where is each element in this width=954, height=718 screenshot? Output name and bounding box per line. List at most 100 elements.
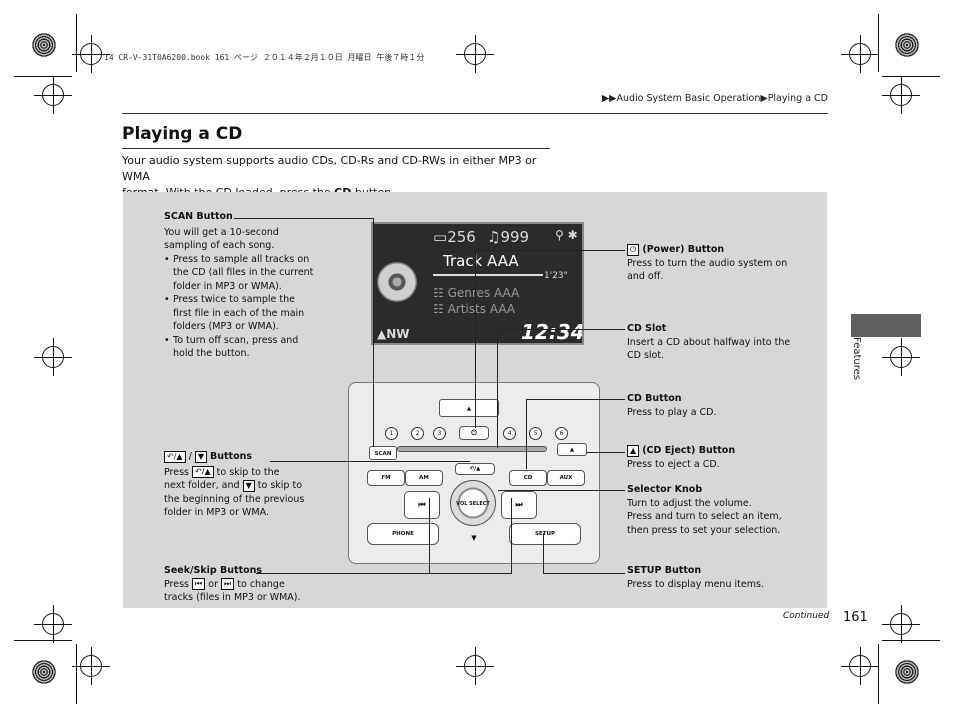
aux-button[interactable]: AUX: [547, 470, 585, 486]
setup-callout-desc: Press to display menu items.: [627, 578, 764, 590]
registration-mark: [882, 76, 920, 114]
eject-button[interactable]: ▲: [557, 443, 587, 456]
leader-line: [497, 329, 625, 330]
leader-line: [234, 218, 374, 219]
registration-mark: [882, 605, 920, 643]
leader-line: [475, 250, 625, 251]
scan-button[interactable]: SCAN: [369, 446, 397, 460]
eject-icon: ▲: [627, 444, 640, 457]
preset-6-button[interactable]: 6: [555, 427, 568, 440]
clock: 12:34: [521, 320, 584, 344]
breadcrumb-sep: ▶: [760, 93, 768, 104]
cd-disc-icon: [377, 262, 417, 302]
preset-4-button[interactable]: 4: [503, 427, 516, 440]
preset-3-button[interactable]: 3: [433, 427, 446, 440]
cd-slot[interactable]: [397, 446, 547, 452]
breadcrumb-link-audio[interactable]: Audio System Basic Operation: [616, 93, 761, 104]
leader-line: [586, 452, 625, 453]
crop-line: [878, 14, 879, 72]
artist-line: ☷ Artists AAA: [433, 302, 516, 316]
registration-mark: [34, 338, 72, 376]
leader-line: [543, 533, 544, 573]
breadcrumb: ▶▶Audio System Basic Operation▶Playing a…: [602, 93, 828, 104]
down-icon: ▼: [194, 450, 207, 463]
preset-5-button[interactable]: 5: [529, 427, 542, 440]
folder-slash: /: [188, 451, 192, 462]
seek-next-button[interactable]: ⏭: [501, 491, 537, 519]
header-rule: [122, 113, 828, 114]
registration-mark: [34, 76, 72, 114]
seek-callout: Seek/Skip Buttons Press ⏮ or ⏭ to change…: [164, 564, 334, 605]
folder-back-button[interactable]: ↶/▲: [455, 463, 495, 475]
leader-line: [526, 399, 625, 400]
cd-callout-title: CD Button: [627, 393, 682, 404]
leader-line: [497, 329, 498, 448]
leader-line: [429, 498, 430, 573]
genre-line: ☷ Genres AAA: [433, 286, 520, 300]
section-tab[interactable]: [851, 314, 921, 337]
phone-button[interactable]: PHONE: [367, 523, 439, 545]
back-up-icon: ↶/▲: [192, 466, 214, 478]
track-number: ♫999: [487, 228, 530, 246]
folder-t4: to skip to: [257, 480, 303, 491]
knob-callout-desc-1: Turn to adjust the volume.: [627, 497, 752, 509]
compass: ▲NW: [377, 327, 410, 341]
crop-line: [76, 644, 77, 704]
fm-button[interactable]: FM: [367, 470, 405, 486]
folder-t5: the beginning of the previous: [164, 493, 305, 505]
folder-down-button[interactable]: ▼: [471, 534, 477, 542]
seek-t1: Press: [164, 578, 190, 590]
seek-or: or: [208, 578, 218, 590]
setup-callout-title: SETUP Button: [627, 565, 702, 576]
folder-callout: ↶/▲ / ▼ Buttons Press ↶/▲ to skip to the…: [164, 450, 324, 520]
slot-callout: CD Slot Insert a CD about halfway into t…: [627, 322, 802, 363]
knob-callout-title: Selector Knob: [627, 484, 703, 495]
power-callout: ⏻ (Power) Button Press to turn the audio…: [627, 243, 797, 284]
page-title: Playing a CD: [122, 124, 243, 144]
continued-label: Continued: [783, 611, 830, 621]
progress-bar: [433, 274, 543, 276]
cd-button[interactable]: CD: [509, 470, 547, 486]
artist-value: Artists AAA: [447, 302, 516, 316]
scan-callout: SCAN Button You will get a 10-second sam…: [164, 210, 314, 361]
cd-callout-desc: Press to play a CD.: [627, 406, 717, 418]
folder-t6: folder in MP3 or WMA.: [164, 507, 269, 518]
power-icon: ⏻: [627, 243, 640, 256]
power-button[interactable]: ⏻: [459, 426, 489, 440]
registration-mark: [882, 338, 920, 376]
down-icon: ▼: [242, 479, 255, 492]
registration-disc: [895, 33, 919, 57]
slot-callout-desc: Insert a CD about halfway into the CD sl…: [627, 336, 791, 362]
seek-prev-button[interactable]: ⏮: [404, 491, 440, 519]
registration-mark: [34, 605, 72, 643]
audio-display: ▭256 ♫999 ⚲ ✱ Track AAA 1'23" ☷ Genres A…: [371, 222, 584, 345]
file-info-line: 14 CR-V-31T0A6200.book 161 ページ ２０１４年２月１０…: [104, 53, 425, 62]
preset-1-button[interactable]: 1: [385, 427, 398, 440]
am-button[interactable]: AM: [405, 470, 443, 486]
registration-mark: [72, 35, 110, 73]
registration-mark: [72, 647, 110, 685]
usb-bluetooth-icon: ⚲ ✱: [555, 228, 578, 242]
registration-mark: [841, 35, 879, 73]
breadcrumb-current: Playing a CD: [767, 93, 828, 104]
next-icon: ⏭: [221, 578, 235, 590]
knob-callout-desc-2: Press and turn to select an item, then p…: [627, 511, 782, 536]
setup-button[interactable]: SETUP: [509, 523, 581, 545]
slot-callout-title: CD Slot: [627, 323, 667, 334]
leader-line: [270, 461, 470, 462]
crop-line: [76, 14, 77, 72]
registration-disc: [32, 33, 56, 57]
hazard-button[interactable]: ▲: [439, 399, 499, 417]
breadcrumb-marker: ▶▶: [601, 93, 617, 104]
crop-line: [14, 76, 72, 77]
leader-line: [373, 218, 374, 447]
folder-number: ▭256: [433, 228, 476, 246]
preset-2-button[interactable]: 2: [411, 427, 424, 440]
cd-callout: CD Button Press to play a CD.: [627, 392, 797, 419]
folder-value: 256: [447, 228, 476, 246]
leader-line: [498, 490, 625, 491]
prev-icon: ⏮: [192, 578, 206, 590]
seek-t3: tracks (files in MP3 or WMA).: [164, 592, 301, 603]
selector-knob[interactable]: VOL SELECT: [450, 480, 496, 526]
elapsed-time: 1'23": [544, 271, 568, 281]
